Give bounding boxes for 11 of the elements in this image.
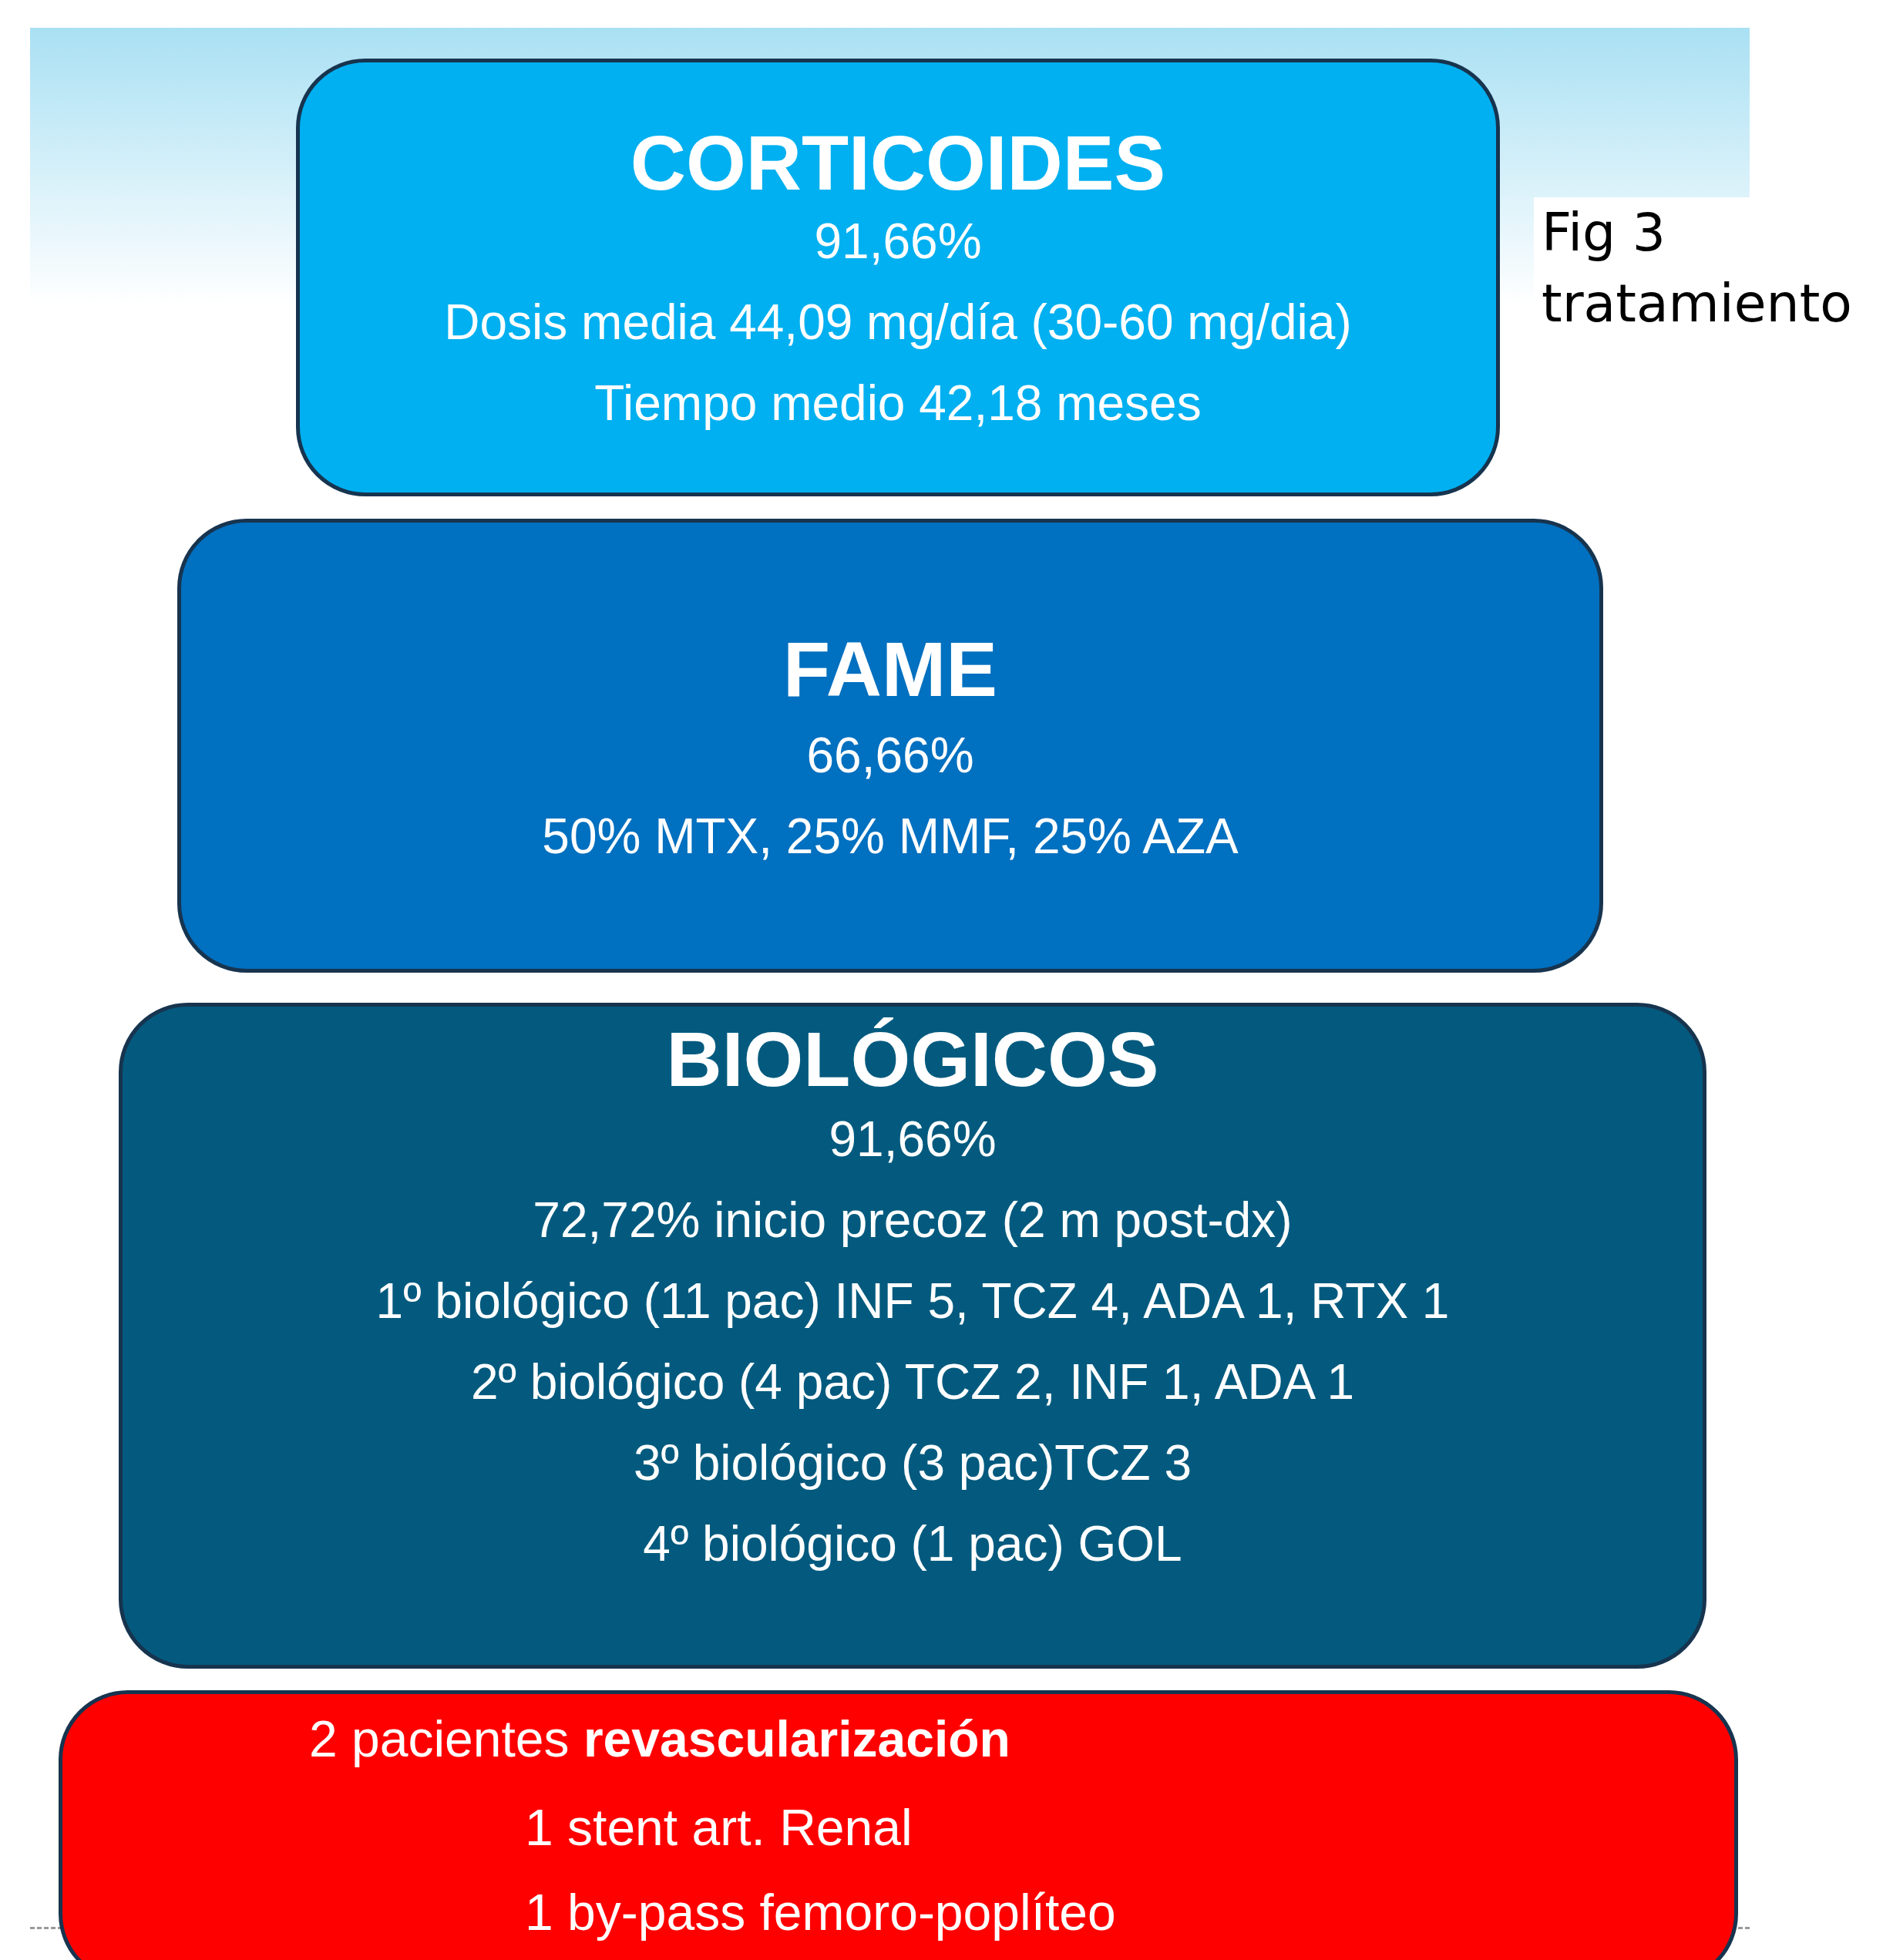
box-heading: CORTICOIDES	[629, 124, 1167, 201]
treatment-box	[177, 519, 1603, 973]
treatment-box	[119, 1003, 1706, 1669]
box-text: 1 stent art. Renal	[525, 1802, 913, 1853]
box-text: 91,66%	[813, 217, 983, 266]
treatment-box	[59, 1690, 1738, 1960]
treatment-box	[296, 59, 1500, 496]
box-text: 91,66%	[828, 1114, 997, 1164]
box-text: 50% MTX, 25% MMF, 25% AZA	[541, 812, 1239, 861]
box-text: 66,66%	[805, 731, 975, 780]
box-heading: FAME	[782, 630, 998, 708]
